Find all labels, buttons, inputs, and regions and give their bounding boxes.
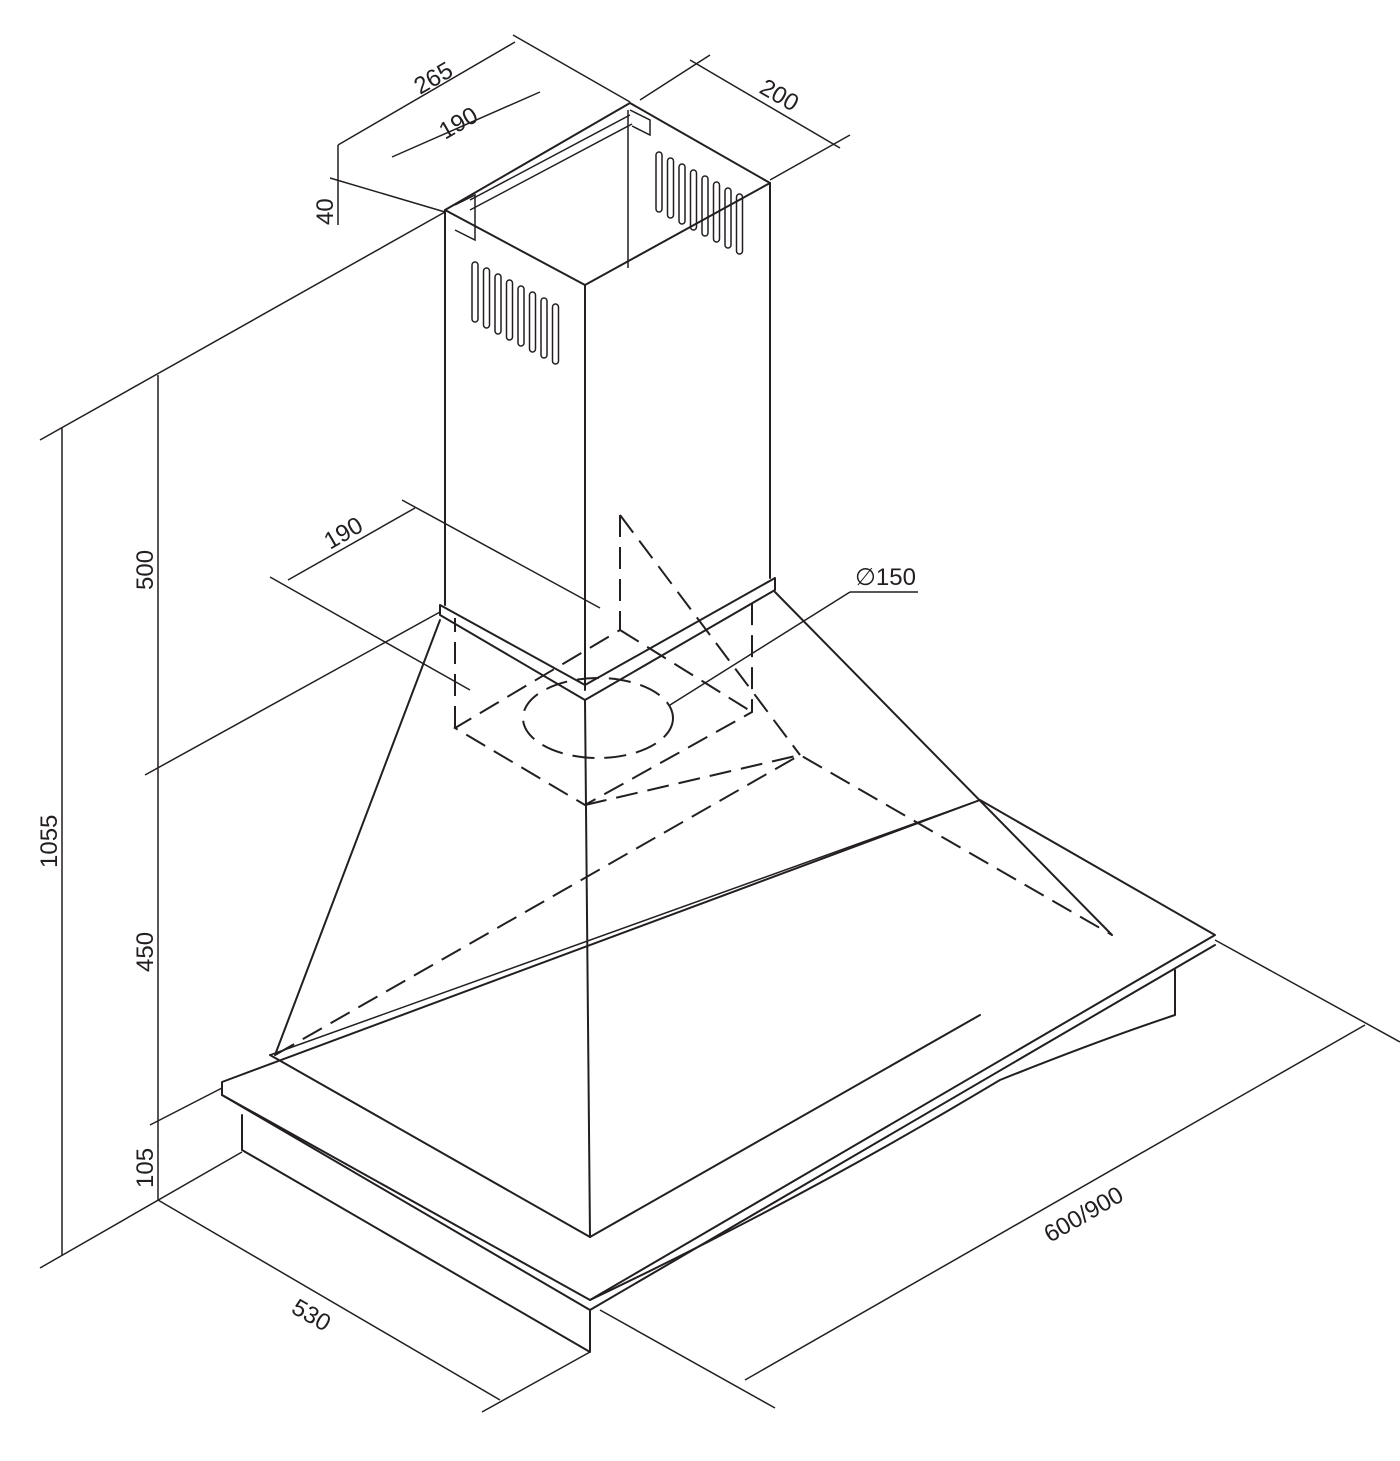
dim-105: 105 <box>132 1148 159 1188</box>
vent-slot <box>494 273 502 335</box>
vent-slot <box>689 169 698 231</box>
vent-slot <box>724 187 732 249</box>
vent-slot <box>551 303 560 365</box>
dim-600-900: 600/900 <box>1040 1181 1129 1248</box>
hood-body <box>221 591 1216 1353</box>
dim-265: 265 <box>410 57 458 100</box>
dim-450: 450 <box>132 932 159 972</box>
vent-slot <box>735 193 744 255</box>
dim-500: 500 <box>132 550 159 590</box>
vent-slot <box>678 163 686 225</box>
dim-1055: 1055 <box>36 815 63 868</box>
dimension-lines <box>39 34 1400 1413</box>
vent-slot <box>540 297 548 359</box>
outlet-circle <box>522 677 674 759</box>
dim-190-outlet: 190 <box>320 512 368 555</box>
vent-slot <box>471 261 479 323</box>
dim-530: 530 <box>287 1294 335 1337</box>
vent-slot <box>666 157 675 219</box>
vent-slot <box>712 181 721 243</box>
vent-slot <box>482 267 491 329</box>
vent-slot <box>528 291 537 353</box>
dim-40: 40 <box>312 198 339 225</box>
dim-190-top: 190 <box>435 102 483 145</box>
vent-slot <box>655 151 663 213</box>
chimney <box>439 102 776 701</box>
hidden-lines <box>274 514 1113 1056</box>
vent-slot <box>701 175 709 237</box>
dim-200: 200 <box>755 74 803 117</box>
vent-slot <box>505 279 514 341</box>
vent-slots-left <box>471 261 560 365</box>
vent-slot <box>517 285 525 347</box>
dim-diameter-150: ∅150 <box>855 564 916 591</box>
vent-slots-right <box>655 151 744 255</box>
